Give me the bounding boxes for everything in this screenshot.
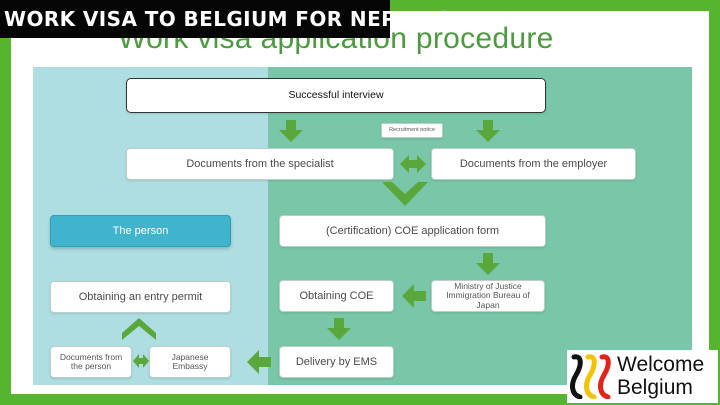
recruitment-notice-box: Recruitment notice: [381, 123, 443, 138]
down-arrow-icon: [476, 253, 500, 275]
left-arrow-icon: [247, 350, 271, 374]
chevron-down-icon: [382, 182, 428, 206]
banner-title: WORK VISA TO BELGIUM FOR NEPALESE: [4, 7, 467, 31]
documents-specialist-box: Documents from the specialist: [126, 148, 394, 180]
the-person-box: The person: [50, 215, 231, 247]
double-arrow-icon: [133, 354, 149, 368]
coe-application-box: (Certification) COE application form: [279, 215, 546, 247]
successful-interview-box: Successful interview: [126, 78, 546, 113]
logo-line-belgium: Belgium: [617, 376, 693, 399]
documents-from-person-box: Documents from the person: [50, 346, 132, 378]
obtaining-entry-permit-box: Obtaining an entry permit: [50, 281, 231, 313]
down-arrow-icon: [327, 318, 351, 340]
logo-line-welcome: Welcome: [617, 353, 705, 376]
ministry-of-justice-box: Ministry of Justice Immigration Bureau o…: [431, 280, 545, 312]
belgium-flag-icon: [570, 354, 611, 399]
down-arrow-icon: [279, 120, 303, 142]
welcome-belgium-logo: Welcome Belgium: [567, 350, 718, 403]
japanese-embassy-box: Japanese Embassy: [149, 346, 231, 378]
documents-employer-box: Documents from the employer: [431, 148, 636, 180]
chevron-up-icon: [122, 318, 156, 340]
delivery-by-ems-box: Delivery by EMS: [279, 346, 394, 378]
double-arrow-icon: [400, 155, 426, 173]
down-arrow-icon: [476, 120, 500, 142]
obtaining-coe-box: Obtaining COE: [279, 280, 394, 312]
title-banner: WORK VISA TO BELGIUM FOR NEPALESE: [0, 0, 466, 38]
left-arrow-icon: [402, 284, 426, 308]
